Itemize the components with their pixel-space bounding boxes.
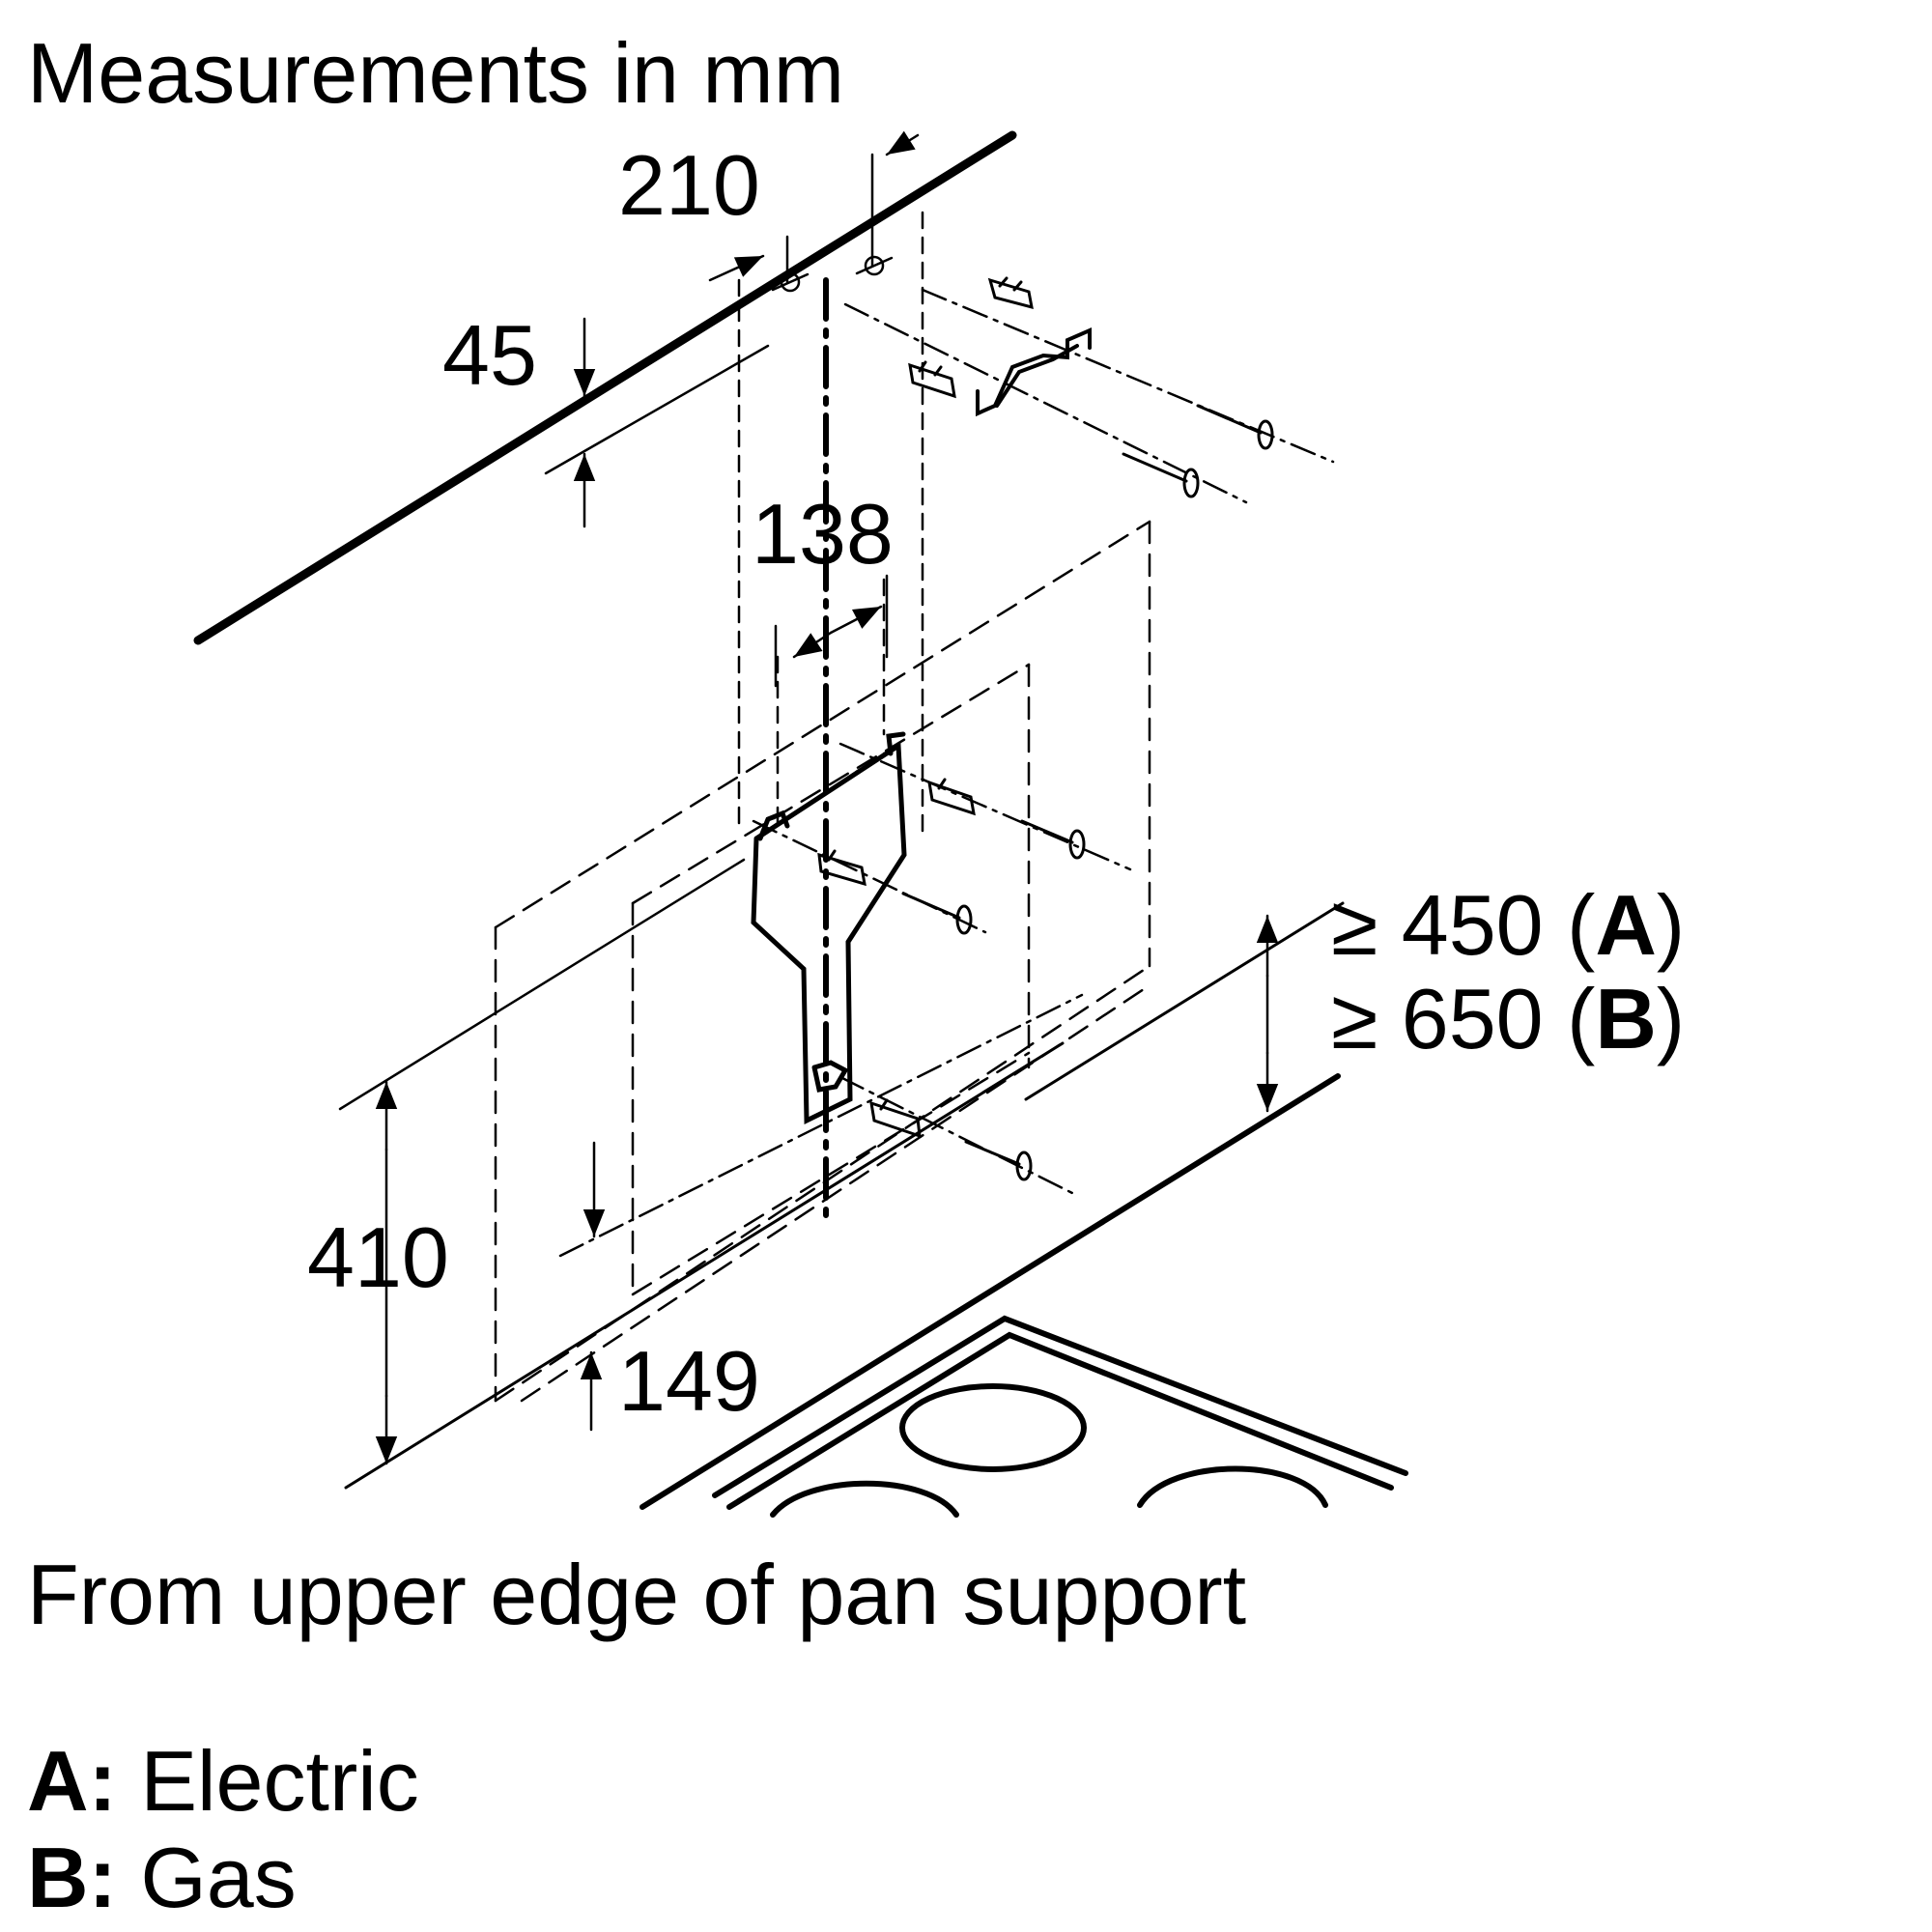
dimension-149 — [580, 1141, 606, 1432]
label-req-a: ≥ 450 (A) — [1331, 877, 1685, 973]
legend-label-b: Gas — [140, 1830, 297, 1925]
legend-item-a: A: Electric — [27, 1739, 419, 1824]
label-410: 410 — [307, 1209, 449, 1305]
legend-item-b: B: Gas — [27, 1835, 297, 1920]
dimension-210 — [708, 130, 920, 284]
label-210: 210 — [618, 137, 760, 233]
note-pan-support: From upper edge of pan support — [27, 1547, 1247, 1642]
hood-dashed-outline — [494, 520, 1151, 1403]
dimension-138 — [774, 574, 889, 688]
label-149: 149 — [618, 1333, 760, 1429]
dimension-410 — [338, 858, 746, 1465]
legend-label-a: Electric — [140, 1733, 419, 1829]
legend-key-a: A: — [27, 1733, 117, 1829]
upper-bracket — [976, 327, 1092, 417]
mounting-plate — [751, 731, 907, 1124]
appliance-reference-line — [344, 1041, 1065, 1490]
label-45: 45 — [442, 307, 537, 403]
wall-plug-2 — [908, 360, 956, 399]
dimension-45 — [544, 317, 770, 528]
label-req-b: ≥ 650 (B) — [1331, 971, 1685, 1066]
label-138: 138 — [752, 486, 894, 582]
wall-plug-4 — [817, 849, 867, 887]
title: Measurements in mm — [27, 25, 845, 121]
wall-plug-3 — [927, 778, 976, 816]
chimney-guides — [737, 211, 924, 842]
ceiling-drill-holes — [771, 255, 894, 293]
worktop-reference-line — [1024, 901, 1345, 1101]
ceiling-line — [193, 130, 1017, 645]
wall-plug-1 — [987, 276, 1034, 310]
wall-plug-5 — [869, 1098, 922, 1139]
cooktop — [639, 1073, 1408, 1518]
screws — [901, 404, 1274, 1181]
legend-key-b: B: — [27, 1830, 117, 1925]
screw-axis-lines — [558, 288, 1335, 1258]
